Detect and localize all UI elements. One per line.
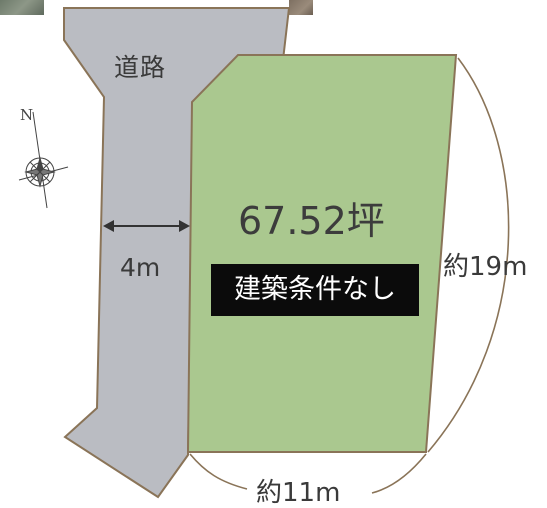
- compass-rose-icon: N: [18, 106, 69, 209]
- lot-shape: [186, 54, 458, 453]
- compass-north-label: N: [20, 106, 33, 124]
- photo-thumbnail-left: [0, 0, 44, 15]
- road-label: 道路: [114, 53, 167, 82]
- frontage-dimension-arc-right: [371, 453, 427, 494]
- depth-label: 約19m: [443, 252, 528, 282]
- road-shape: [63, 7, 291, 499]
- depth-dimension-arc: [427, 57, 510, 453]
- road-width-label: 4m: [120, 253, 161, 282]
- building-condition-badge: 建築条件なし: [211, 264, 419, 316]
- frontage-dimension-arc-left: [189, 453, 248, 490]
- road-width-arrow: [103, 220, 190, 232]
- photo-thumbnail-right: [289, 0, 313, 15]
- frontage-label: 約11m: [256, 478, 341, 508]
- area-label: 67.52坪: [238, 199, 385, 243]
